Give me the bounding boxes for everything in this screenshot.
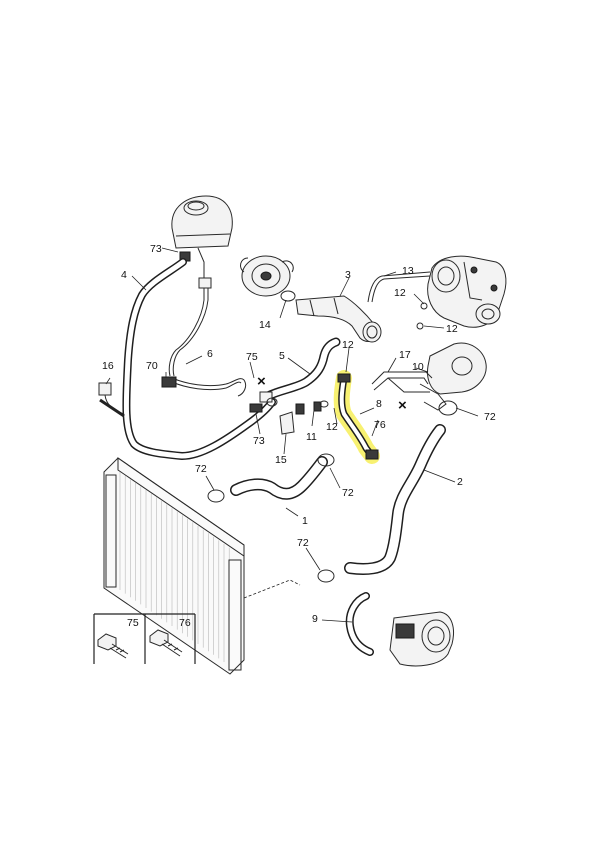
label-2: 2 [457,476,463,488]
cross-marker-right: × [398,397,407,414]
pipe-3 [295,295,382,343]
label-73-top: 73 [150,243,162,255]
clamp-73-lower [249,397,278,413]
turbocharger [427,255,507,328]
pipe-8-highlighted [333,370,380,464]
hose-2 [344,424,446,575]
hose-4 [122,258,276,460]
clamp-72-lower [317,569,335,583]
sensor-16 [98,382,125,418]
label-10: 10 [412,361,424,373]
label-9: 9 [312,613,318,625]
label-4: 4 [121,269,127,281]
callout-labels: 73 4 3 13 12 14 12 6 5 12 17 75 16 10 70… [102,243,496,625]
label-12-lower: 12 [326,421,338,433]
label-70: 70 [146,360,158,372]
label-14: 14 [259,319,271,331]
bolt-75 [97,633,129,659]
label-15: 15 [275,454,287,466]
auxiliary-pump [389,611,454,667]
label-1: 1 [302,515,308,527]
radiator [103,457,245,675]
label-16: 16 [102,360,114,372]
inset-label-76: 76 [179,617,191,629]
fastener-inset: 75 76 [93,613,196,664]
label-75: 75 [246,351,258,363]
clamp-72-center [317,453,335,467]
plug-15 [279,411,295,435]
label-5: 5 [279,350,285,362]
label-72-right: 72 [484,411,496,423]
pipe-13 [367,271,431,303]
label-12-right: 12 [446,323,458,335]
hose-5 [259,337,341,403]
washer-12-upper [420,302,428,310]
bolts-11 [295,400,329,415]
expansion-tank [171,195,233,282]
label-6: 6 [207,348,213,360]
label-11: 11 [306,431,317,443]
label-73-lower: 73 [253,435,265,447]
label-12-center: 12 [342,339,354,351]
label-72-left: 72 [195,463,207,475]
water-pump [240,255,294,297]
leader-lines [105,247,479,623]
label-17: 17 [399,349,411,361]
inset-label-75: 75 [127,617,139,629]
washer-12-lower [416,322,424,330]
clamp-72-upper-right [438,400,458,416]
label-13: 13 [402,265,414,277]
pipe-17 [371,371,433,393]
label-76: 76 [374,419,386,431]
bolt-76 [149,629,183,657]
radiator-leader [243,579,301,599]
label-72-center: 72 [342,487,354,499]
label-3: 3 [345,269,351,281]
o-ring-14 [280,290,296,302]
hose-1 [230,456,328,500]
pipe-6 [161,277,247,397]
clamp-72-radiator [207,489,225,503]
label-12-upper-right: 12 [394,287,406,299]
hose-9 [345,592,374,656]
water-outlet-10 [419,342,487,411]
label-8: 8 [376,398,382,410]
cross-marker-left: × [257,373,266,390]
label-72-bottom: 72 [297,537,309,549]
